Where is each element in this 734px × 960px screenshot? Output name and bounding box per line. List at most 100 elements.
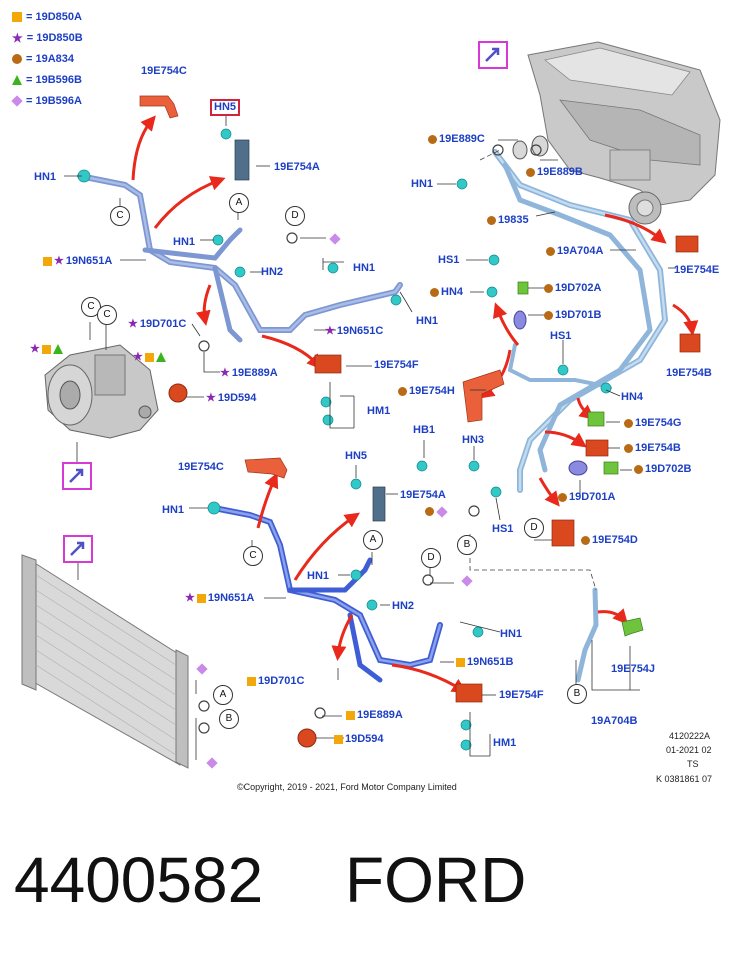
- part-label: 19E754E: [674, 264, 720, 276]
- callout-c: C: [81, 297, 101, 317]
- callout-b: B: [457, 535, 477, 555]
- part-label-with-markers: 19E889B: [526, 166, 583, 178]
- legend-code: = 19D850B: [26, 32, 83, 44]
- star-icon: ★: [54, 255, 64, 267]
- star-icon: ★: [133, 351, 143, 363]
- part-label-with-markers: ★ 19N651A: [185, 592, 254, 604]
- circle-icon: [581, 535, 590, 545]
- part-label: HN1: [353, 262, 376, 274]
- part-code: 19A704A: [557, 245, 604, 257]
- callout-c: C: [243, 546, 263, 566]
- callout-a: A: [229, 193, 249, 213]
- circle-icon: [624, 443, 633, 453]
- marker-cluster: ★: [30, 343, 67, 355]
- part-label: HS1: [492, 523, 514, 535]
- circle-icon: [487, 215, 496, 225]
- part-label: HN3: [462, 434, 485, 446]
- right-line-assembly: [492, 149, 669, 683]
- square-icon: [41, 344, 51, 354]
- legend-code: = 19A834: [26, 53, 75, 65]
- part-label: 19E754A: [400, 489, 446, 501]
- callout-d: D: [524, 518, 544, 538]
- callout-b: B: [219, 709, 239, 729]
- circle-icon: [425, 507, 434, 516]
- part-label-with-markers: HN4: [430, 286, 463, 298]
- square-icon: [12, 12, 22, 22]
- part-label-with-markers: 19835: [487, 214, 529, 226]
- part-label-with-markers: 19E754H: [398, 385, 455, 397]
- part-label-with-markers: 19E754G: [624, 417, 681, 429]
- square-icon: [43, 256, 52, 266]
- part-code: 19N651A: [207, 592, 255, 604]
- part-code: 19N651B: [467, 656, 514, 668]
- part-label: HN1: [162, 504, 185, 516]
- callout-c: C: [97, 305, 117, 325]
- part-label: HM1: [367, 405, 391, 417]
- legend-item-diamond: = 19B596A: [11, 94, 82, 108]
- circle-icon: [544, 283, 553, 293]
- view-arrow-icon: [478, 41, 508, 69]
- circle-icon: [428, 134, 437, 144]
- square-icon: [144, 352, 154, 362]
- circle-icon: [12, 54, 22, 64]
- square-icon: [334, 734, 343, 744]
- part-label: 19A704B: [591, 715, 638, 727]
- red-arrows: [131, 115, 699, 694]
- legend-code: = 19D850A: [26, 11, 82, 23]
- part-label: HN1: [416, 315, 439, 327]
- part-label-with-markers: 19E889A: [346, 709, 403, 721]
- doc-info-line: K 0381861 07: [656, 774, 713, 784]
- triangle-icon: [52, 344, 63, 354]
- lower-left-line-assembly: [211, 505, 443, 683]
- part-label: 19E754C: [141, 65, 187, 77]
- star-icon: ★: [220, 367, 230, 379]
- copyright-text: ©Copyright, 2019 - 2021, Ford Motor Comp…: [237, 782, 457, 792]
- part-code: HN4: [441, 286, 464, 298]
- part-code: 19E754B: [635, 442, 681, 454]
- part-label: HN2: [261, 266, 284, 278]
- part-label-with-markers: 19D701C: [247, 675, 304, 687]
- brand-caption: FORD: [345, 844, 527, 916]
- callout-d: D: [285, 206, 305, 226]
- circle-icon: [546, 246, 555, 256]
- part-label: HN1: [307, 570, 330, 582]
- circle-icon: [544, 310, 553, 320]
- part-code: 19D702B: [645, 463, 692, 475]
- part-label-with-markers: ★ 19N651A: [43, 255, 112, 267]
- star-icon: ★: [325, 325, 335, 337]
- part-label: 19E754F: [499, 689, 544, 701]
- part-code: 19D701B: [555, 309, 602, 321]
- part-code: 19D594: [345, 733, 384, 745]
- part-label-with-markers: ★ 19E889A: [220, 367, 278, 379]
- callout-c: C: [110, 206, 130, 226]
- legend-code: = 19B596A: [26, 95, 82, 107]
- circle-icon: [526, 167, 535, 177]
- legend-item-circle: = 19A834: [12, 52, 74, 66]
- diamond-icon: [11, 95, 23, 107]
- legend-item-triangle: = 19B596B: [12, 73, 82, 87]
- legend-code: = 19B596B: [26, 74, 82, 86]
- leader-lines: [64, 114, 676, 760]
- part-label: HM1: [493, 737, 517, 749]
- view-arrow-icon: [62, 462, 92, 490]
- triangle-icon: [12, 75, 22, 85]
- part-label: HS1: [438, 254, 460, 266]
- part-code: 19E889A: [357, 709, 403, 721]
- star-icon: ★: [12, 31, 23, 45]
- part-code: 19D701A: [569, 491, 616, 503]
- part-code: 19E889C: [439, 133, 485, 145]
- star-icon: ★: [128, 318, 138, 330]
- square-icon: [196, 593, 206, 603]
- square-icon: [346, 710, 355, 720]
- callout-a: A: [363, 530, 383, 550]
- part-label-with-markers: 19E889C: [428, 133, 485, 145]
- part-code: 19E889A: [231, 367, 278, 379]
- part-code: 19N651A: [65, 255, 113, 267]
- square-icon: [247, 676, 256, 686]
- compressor-illustration: [44, 344, 159, 439]
- star-icon: ★: [185, 592, 195, 604]
- doc-info-line: TS: [687, 759, 699, 769]
- part-label-with-markers: 19E754D: [581, 534, 638, 546]
- part-label-with-markers: 19E754B: [624, 442, 681, 454]
